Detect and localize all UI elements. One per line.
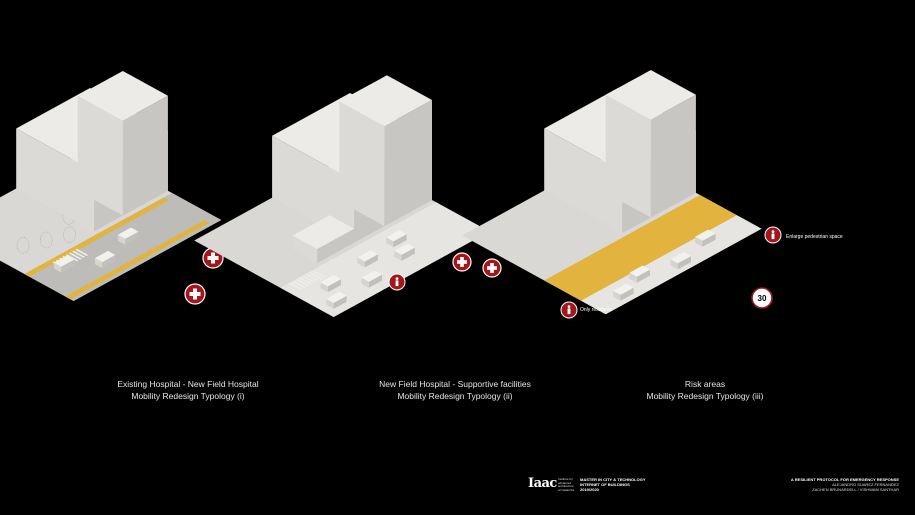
caption-subtitle: Mobility Redesign Typology (i) <box>131 391 245 401</box>
building-tower <box>339 75 432 227</box>
caption-title: Risk areas <box>684 379 726 389</box>
building-tower <box>605 70 696 218</box>
speed-limit-sign-icon: 30 <box>751 287 773 309</box>
pedestrian-icon <box>560 301 578 319</box>
tag-only-residents: Only residents <box>580 307 612 313</box>
crosswalk <box>289 270 326 290</box>
building-tower <box>77 71 168 216</box>
caption-subtitle: Mobility Redesign Typology (ii) <box>397 391 513 401</box>
hospital-cross-icon <box>452 252 472 272</box>
caption-panel-1: Existing Hospital - New Field Hospital M… <box>68 378 308 402</box>
car <box>670 252 691 270</box>
car <box>53 255 75 273</box>
pedestrian-icon <box>388 273 406 291</box>
iaac-logo: Iaac <box>528 476 557 491</box>
institute-name: Institute for advanced architecture of C… <box>558 477 575 492</box>
caption-title: New Field Hospital - Supportive faciliti… <box>379 379 531 389</box>
panel-3-risk-areas: 30 <box>462 70 782 315</box>
car <box>695 229 716 247</box>
car <box>394 243 415 261</box>
car <box>629 265 650 283</box>
speed-limit-label: 30 <box>758 294 767 303</box>
car <box>320 275 341 293</box>
car <box>386 230 407 248</box>
yellow-lane <box>65 220 210 300</box>
car <box>94 250 116 269</box>
hospital-cross-icon <box>184 283 206 305</box>
hospital-cross-icon <box>482 258 502 278</box>
field-hospital-tent <box>292 215 355 263</box>
car <box>326 291 347 309</box>
caption-title: Existing Hospital - New Field Hospital <box>117 379 259 389</box>
panel-2-supportive-facilities <box>194 75 578 319</box>
panel-1-existing-hospital <box>0 71 224 305</box>
car <box>361 270 382 288</box>
project-info: A RESILIENT PROTOCOL FOR EMERGENCY RESPO… <box>790 477 899 492</box>
yellow-lane <box>24 197 169 277</box>
tag-enlarge-pedestrian: Enlarge pedestrian space <box>786 234 843 240</box>
pedestrian-icon <box>764 226 782 244</box>
pedestrian-space <box>544 195 737 301</box>
caption-panel-2: New Field Hospital - Supportive faciliti… <box>335 378 575 402</box>
street <box>24 193 222 301</box>
car <box>117 227 139 245</box>
program-info: MASTER IN CITY & TECHNOLOGY INTERNET OF … <box>580 477 646 492</box>
caption-panel-3: Risk areas Mobility Redesign Typology (i… <box>585 378 825 402</box>
caption-subtitle: Mobility Redesign Typology (iii) <box>646 391 764 401</box>
car <box>613 283 634 301</box>
car <box>357 250 378 268</box>
